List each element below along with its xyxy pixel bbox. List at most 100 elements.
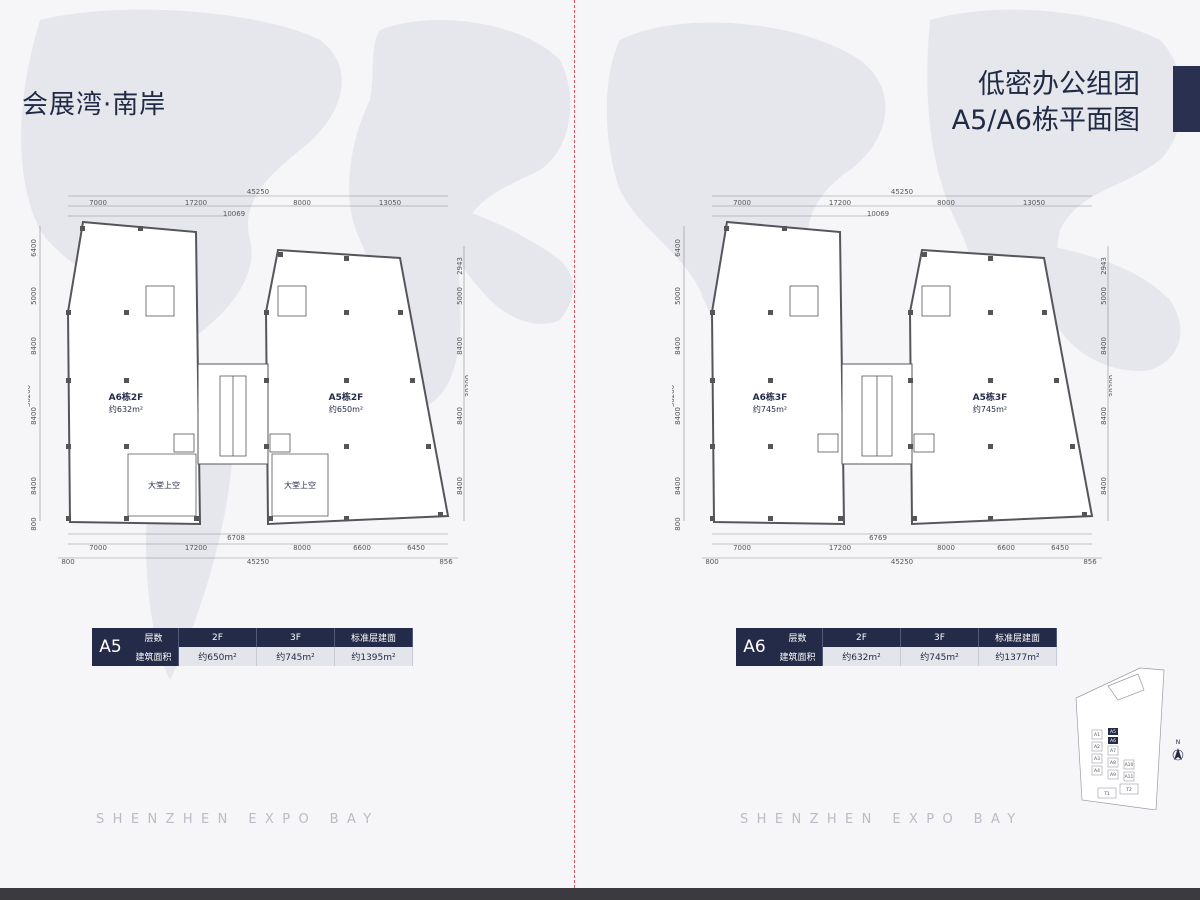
dim-bottom-4: 6600 — [997, 544, 1015, 552]
floor-plan-3f: 45250 7000 17200 8000 13050 10069 6400 5… — [672, 188, 1112, 566]
dim-right-1: 2943 — [456, 257, 464, 275]
dim-right-2: 5000 — [456, 287, 464, 305]
site-label-a6: A6 — [1110, 738, 1116, 744]
table-code-a5: A5 — [92, 628, 129, 666]
dim-left-5: 8400 — [674, 407, 682, 425]
dim-top-4: 13050 — [1023, 199, 1045, 207]
north-arrow-icon: N — [1172, 739, 1184, 761]
table-header-floors: 层数 — [773, 628, 823, 647]
area-table-a5: A5 层数 2F 3F 标准层建面 建筑面积 约650m² 约745m² 约13… — [92, 628, 413, 666]
table-row-label: 建筑面积 — [773, 647, 823, 666]
atrium-label-a5: 大堂上空 — [284, 480, 316, 490]
site-label-a11: A11 — [1125, 774, 1134, 780]
unit-a5-area: 约650m² — [329, 404, 363, 414]
site-label-a8: A8 — [1110, 760, 1116, 766]
floor-plan-2f: 45250 7000 17200 8000 13050 10069 6400 5… — [28, 188, 468, 566]
page-title-line1: 低密办公组团 — [978, 69, 1140, 100]
dim-top-inner: 10069 — [867, 210, 889, 218]
dim-bottom-4: 6600 — [353, 544, 371, 552]
dim-bottom-1: 7000 — [733, 544, 751, 552]
site-label-a3: A3 — [1094, 756, 1100, 762]
dim-left-2: 5000 — [674, 287, 682, 305]
dim-top-3: 8000 — [937, 199, 955, 207]
dim-right-3: 8400 — [456, 337, 464, 355]
dim-bottom-edge-right: 856 — [439, 558, 453, 566]
table-cell-3f: 约745m² — [257, 647, 335, 666]
dim-left-6: 8400 — [674, 477, 682, 495]
dim-top-total: 45250 — [247, 188, 269, 196]
footer-bar — [0, 888, 1200, 900]
dim-right-6: 8400 — [1100, 477, 1108, 495]
site-location-map: A5 A6 A1 A2 A3 A4 A7 A8 A9 A10 A11 T1 T2… — [1075, 667, 1184, 810]
unit-a6-name: A6栋2F — [109, 391, 144, 403]
table-header-standard: 标准层建面 — [335, 628, 413, 647]
right-page: 低密办公组团 A5/A6栋平面图 45250 7000 17200 8000 1… — [600, 0, 1200, 888]
dim-left-7: 800 — [30, 517, 38, 530]
dim-bottom-3: 8000 — [937, 544, 955, 552]
dim-bottom-2: 17200 — [185, 544, 207, 552]
dim-right-5: 8400 — [456, 407, 464, 425]
north-label: N — [1176, 739, 1181, 746]
dim-bottom-2: 17200 — [829, 544, 851, 552]
brand-title: 会展湾·南岸 — [22, 90, 167, 120]
site-label-a2: A2 — [1094, 744, 1100, 750]
dim-left-1: 6400 — [30, 239, 38, 257]
dim-left-total: 30200 — [672, 385, 676, 407]
a5-outline — [264, 248, 450, 526]
dim-bottom-3: 8000 — [293, 544, 311, 552]
table-cell-2f: 约632m² — [823, 647, 901, 666]
dim-left-7: 800 — [674, 517, 682, 530]
table-cell-2f: 约650m² — [179, 647, 257, 666]
table-cell-3f: 约745m² — [901, 647, 979, 666]
tagline-right: SHENZHEN EXPO BAY — [740, 812, 1024, 827]
site-label-a1: A1 — [1094, 732, 1100, 738]
dim-bottom-5: 6450 — [1051, 544, 1069, 552]
dim-bottom-total: 45250 — [247, 558, 269, 566]
table-cell-standard: 约1395m² — [335, 647, 413, 666]
dim-right-total: 30200 — [464, 375, 468, 397]
dim-top-1: 7000 — [89, 199, 107, 207]
dim-bottom-1: 7000 — [89, 544, 107, 552]
dim-bottom-mid: 6769 — [869, 534, 887, 542]
dim-left-total: 30200 — [28, 385, 32, 407]
table-header-standard: 标准层建面 — [979, 628, 1057, 647]
tagline-left: SHENZHEN EXPO BAY — [96, 812, 380, 827]
unit-a5-name: A5栋2F — [329, 391, 364, 403]
dim-right-5: 8400 — [1100, 407, 1108, 425]
dim-left-6: 8400 — [30, 477, 38, 495]
dim-top-2: 17200 — [829, 199, 851, 207]
dim-left-1: 6400 — [674, 239, 682, 257]
site-label-a7: A7 — [1110, 748, 1116, 754]
atrium-label-a6: 大堂上空 — [148, 480, 180, 490]
site-label-a10: A10 — [1125, 762, 1134, 768]
page-title-line2: A5/A6栋平面图 — [951, 105, 1140, 136]
table-header-2f: 2F — [823, 628, 901, 647]
table-code-a6: A6 — [736, 628, 773, 666]
unit-a5-name: A5栋3F — [973, 391, 1008, 403]
site-label-a5: A5 — [1110, 729, 1116, 735]
dim-top-inner: 10069 — [223, 210, 245, 218]
dim-right-3: 8400 — [1100, 337, 1108, 355]
dim-bottom-edge-left: 800 — [61, 558, 74, 566]
dim-left-3: 8400 — [674, 337, 682, 355]
dim-top-1: 7000 — [733, 199, 751, 207]
unit-a6-area: 约632m² — [109, 404, 143, 414]
unit-a6-area: 约745m² — [753, 404, 787, 414]
dim-right-total: 30200 — [1108, 375, 1112, 397]
a6-outline — [66, 220, 202, 526]
area-table-a6: A6 层数 2F 3F 标准层建面 建筑面积 约632m² 约745m² 约13… — [736, 628, 1057, 666]
table-cell-standard: 约1377m² — [979, 647, 1057, 666]
table-row-label: 建筑面积 — [129, 647, 179, 666]
dim-right-1: 2943 — [1100, 257, 1108, 275]
site-label-t2: T2 — [1125, 787, 1132, 793]
site-label-a9: A9 — [1110, 772, 1116, 778]
dim-bottom-mid: 6708 — [227, 534, 245, 542]
dim-bottom-edge-right: 856 — [1083, 558, 1097, 566]
a5-outline — [908, 248, 1094, 526]
dim-bottom-5: 6450 — [407, 544, 425, 552]
corner-tab — [1173, 66, 1200, 132]
a6-outline — [710, 220, 846, 526]
dim-top-total: 45250 — [891, 188, 913, 196]
dim-left-2: 5000 — [30, 287, 38, 305]
dim-bottom-edge-left: 800 — [705, 558, 718, 566]
